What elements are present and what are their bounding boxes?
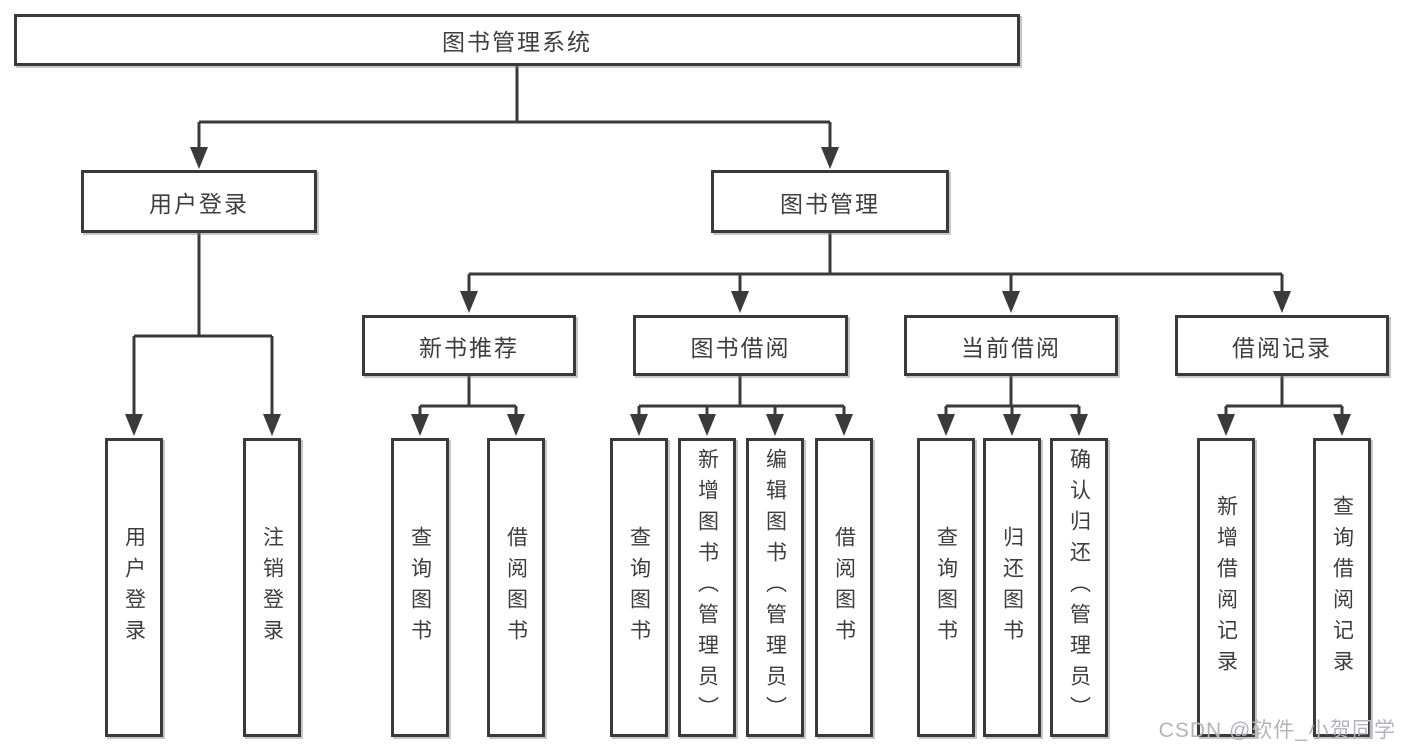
- leaf-label: 新增借阅记录: [1214, 494, 1238, 681]
- leaf-user-login: 用户登录: [105, 438, 163, 737]
- leaf-label: 归还图书: [1000, 525, 1024, 650]
- leaf-logout: 注销登录: [243, 438, 301, 737]
- leaf-add-borrow-record: 新增借阅记录: [1197, 438, 1255, 737]
- node-label: 新书推荐: [419, 334, 519, 361]
- leaf-borrow-books: 借阅图书: [815, 438, 873, 737]
- leaf-label: 查询借阅记录: [1330, 494, 1354, 681]
- leaf-return-books: 归还图书: [983, 438, 1041, 737]
- leaf-label: 用户登录: [122, 525, 146, 650]
- leaf-label: 编辑图书（管理员）: [763, 448, 787, 727]
- node-label: 图书管理: [780, 190, 880, 217]
- leaf-borrowing-query-books: 查询图书: [610, 438, 668, 737]
- node-user-login: 用户登录: [81, 170, 317, 233]
- leaf-query-borrow-record: 查询借阅记录: [1313, 438, 1371, 737]
- node-library-management-system: 图书管理系统: [14, 14, 1020, 66]
- node-book-management: 图书管理: [711, 170, 949, 233]
- leaf-label: 新增图书（管理员）: [695, 448, 719, 727]
- leaf-label: 查询图书: [934, 525, 958, 650]
- leaf-label: 查询图书: [408, 525, 432, 650]
- node-label: 用户登录: [149, 190, 249, 217]
- leaf-newbook-borrow-books: 借阅图书: [487, 438, 545, 737]
- leaf-label: 查询图书: [627, 525, 651, 650]
- node-label: 借阅记录: [1232, 334, 1332, 361]
- node-borrowing-records: 借阅记录: [1175, 315, 1389, 376]
- node-new-book-recommendation: 新书推荐: [362, 315, 576, 376]
- node-label: 当前借阅: [961, 334, 1061, 361]
- csdn-watermark: CSDN @软件_小贺同学: [1158, 719, 1396, 742]
- node-label: 图书管理系统: [442, 29, 592, 55]
- leaf-confirm-return-admin: 确认归还（管理员）: [1050, 438, 1108, 737]
- leaf-current-query-books: 查询图书: [917, 438, 975, 737]
- leaf-newbook-query-books: 查询图书: [391, 438, 449, 737]
- node-label: 图书借阅: [690, 334, 791, 361]
- leaf-label: 借阅图书: [832, 525, 856, 650]
- leaf-label: 注销登录: [260, 525, 284, 650]
- leaf-label: 确认归还（管理员）: [1067, 448, 1091, 727]
- node-book-borrowing: 图书借阅: [633, 315, 848, 376]
- leaf-add-books-admin: 新增图书（管理员）: [678, 438, 736, 737]
- node-current-borrowing: 当前借阅: [904, 315, 1118, 376]
- leaf-label: 借阅图书: [504, 525, 528, 650]
- leaf-edit-books-admin: 编辑图书（管理员）: [746, 438, 804, 737]
